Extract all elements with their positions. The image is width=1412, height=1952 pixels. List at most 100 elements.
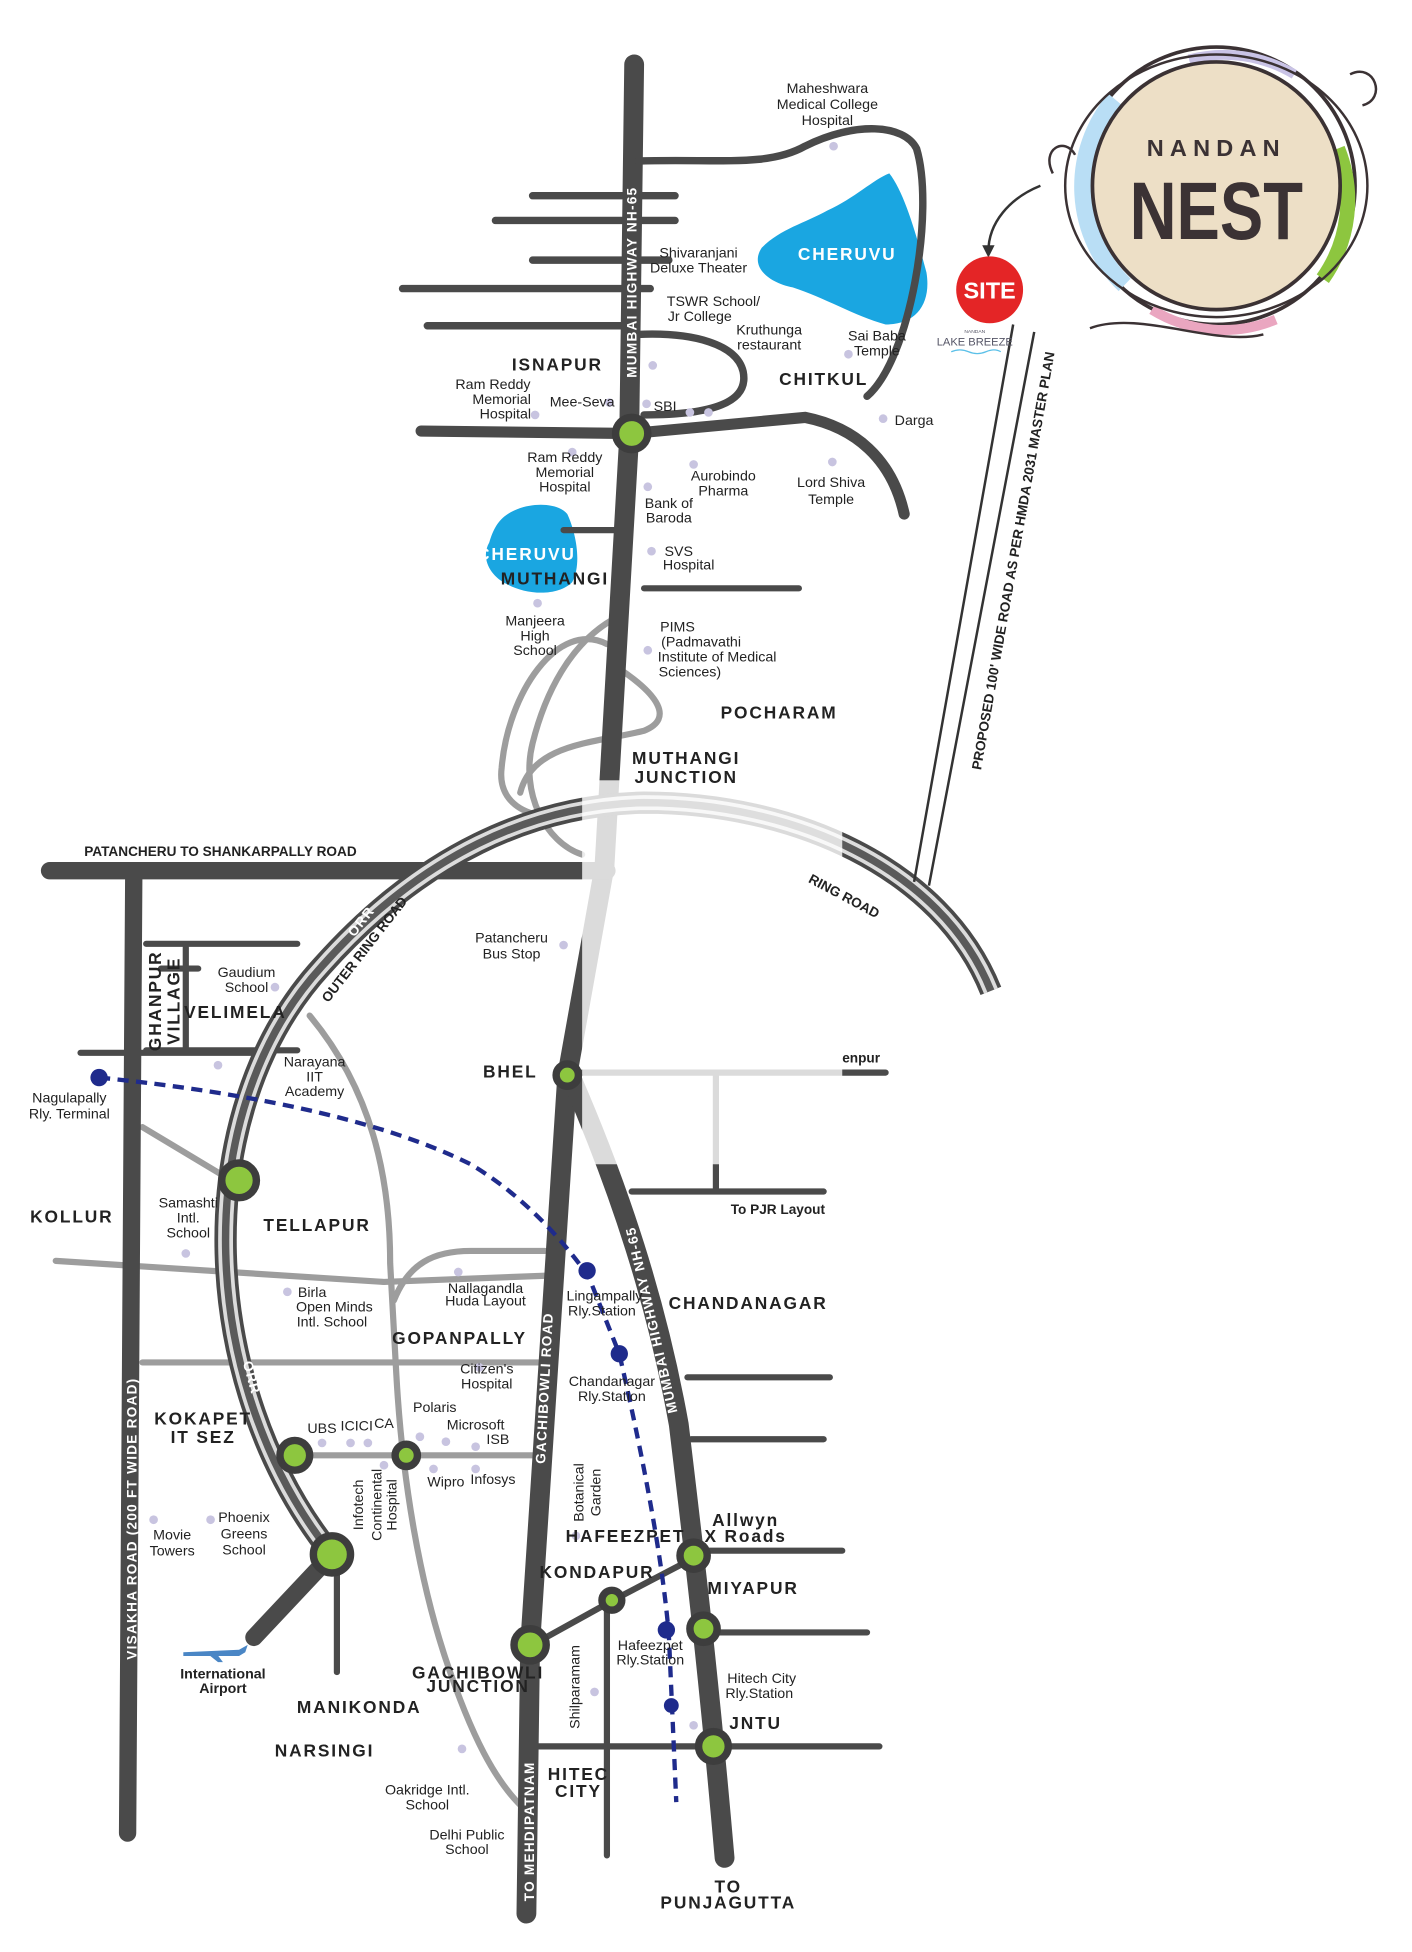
svg-text:Intl.: Intl. — [177, 1210, 200, 1226]
svg-text:Birla: Birla — [298, 1285, 327, 1301]
svg-text:KONDAPUR: KONDAPUR — [540, 1562, 655, 1582]
svg-text:LAKE BREEZE: LAKE BREEZE — [937, 337, 1013, 349]
svg-text:Continental: Continental — [369, 1469, 385, 1541]
svg-text:HAFEEZPET: HAFEEZPET — [566, 1526, 686, 1546]
svg-text:Greens: Greens — [221, 1526, 268, 1542]
svg-text:Hitech City: Hitech City — [727, 1671, 797, 1687]
svg-text:Hafeezpet: Hafeezpet — [618, 1638, 683, 1654]
svg-text:Polaris: Polaris — [413, 1400, 457, 1416]
svg-text:Maheshwara: Maheshwara — [787, 81, 869, 97]
svg-text:School: School — [445, 1842, 489, 1858]
lake-cheruvu-south — [485, 504, 578, 593]
svg-text:Infosys: Infosys — [470, 1472, 515, 1488]
svg-text:Baroda: Baroda — [646, 511, 692, 527]
nandan-nest-logo: NANDAN NEST — [1048, 45, 1378, 339]
svg-text:Lingampally: Lingampally — [566, 1289, 643, 1305]
svg-text:Sciences): Sciences) — [659, 664, 722, 680]
svg-text:Memorial: Memorial — [536, 465, 595, 481]
svg-text:JUNCTION: JUNCTION — [426, 1676, 529, 1696]
svg-text:SVS: SVS — [665, 544, 693, 560]
svg-text:MUTHANGI: MUTHANGI — [632, 748, 740, 768]
svg-text:Hospital: Hospital — [539, 480, 590, 496]
svg-text:School: School — [225, 980, 269, 996]
svg-text:Hospital: Hospital — [480, 407, 531, 423]
area-labels: ISNAPUR CHITKUL MUTHANGI POCHARAM MUTHAN… — [30, 354, 868, 1913]
svg-text:KOLLUR: KOLLUR — [30, 1206, 113, 1226]
svg-text:Shivaranjani: Shivaranjani — [659, 246, 737, 262]
svg-text:CHITKUL: CHITKUL — [779, 369, 868, 389]
svg-text:Airport: Airport — [199, 1681, 247, 1697]
svg-text:CA: CA — [374, 1416, 394, 1432]
svg-text:Kruthunga: Kruthunga — [736, 322, 802, 338]
svg-text:Gaudium: Gaudium — [218, 965, 276, 981]
svg-text:Hospital: Hospital — [384, 1479, 400, 1530]
svg-text:School: School — [513, 643, 557, 659]
svg-text:Rly. Terminal: Rly. Terminal — [29, 1106, 110, 1122]
proposed-road — [912, 324, 1036, 886]
svg-text:ISB: ISB — [486, 1432, 509, 1448]
svg-text:UBS: UBS — [307, 1421, 336, 1437]
svg-text:CITY: CITY — [555, 1781, 602, 1801]
svg-text:International: International — [180, 1666, 265, 1682]
svg-text:Sai Baba: Sai Baba — [848, 329, 906, 345]
svg-text:Hospital: Hospital — [461, 1376, 512, 1392]
svg-text:Microsoft: Microsoft — [447, 1417, 505, 1433]
svg-text:Deluxe Theater: Deluxe Theater — [650, 260, 747, 276]
svg-text:TELLAPUR: TELLAPUR — [263, 1215, 370, 1235]
svg-text:Oakridge Intl.: Oakridge Intl. — [385, 1783, 470, 1799]
svg-text:JUNCTION: JUNCTION — [634, 767, 737, 787]
svg-text:School: School — [406, 1798, 450, 1814]
svg-text:Rly.Station: Rly.Station — [725, 1686, 793, 1702]
svg-text:School: School — [167, 1225, 211, 1241]
svg-text:Delhi Public: Delhi Public — [429, 1827, 504, 1843]
svg-text:Towers: Towers — [150, 1544, 195, 1560]
svg-text:Temple: Temple — [808, 492, 854, 508]
road-label-ameenpur: enpur — [842, 1051, 881, 1066]
road-label-patancheru: PATANCHERU TO SHANKARPALLY ROAD — [84, 844, 357, 859]
svg-text:PIMS: PIMS — [660, 620, 695, 636]
svg-text:Hospital: Hospital — [802, 113, 853, 129]
svg-text:Patancheru: Patancheru — [475, 931, 548, 947]
svg-text:CHANDANAGAR: CHANDANAGAR — [669, 1293, 828, 1313]
svg-text:JNTU: JNTU — [729, 1713, 782, 1733]
svg-text:GHANPUR: GHANPUR — [145, 950, 165, 1051]
svg-text:NANDAN: NANDAN — [1147, 135, 1286, 161]
svg-text:X Roads: X Roads — [704, 1526, 786, 1546]
svg-text:Ram Reddy: Ram Reddy — [527, 450, 603, 466]
svg-text:ISNAPUR: ISNAPUR — [512, 354, 603, 374]
svg-text:Bus Stop: Bus Stop — [483, 947, 541, 963]
svg-text:Aurobindo: Aurobindo — [691, 469, 756, 485]
svg-text:Jr College: Jr College — [668, 309, 732, 325]
svg-text:Pharma: Pharma — [698, 483, 748, 499]
svg-text:Chandanagar: Chandanagar — [569, 1374, 656, 1390]
road-label-mehdipatnam: TO MEHDIPATNAM — [522, 1761, 537, 1901]
svg-text:Movie: Movie — [153, 1528, 191, 1544]
outer-ring-road — [214, 791, 1002, 1562]
svg-text:(Padmavathi: (Padmavathi — [661, 635, 741, 651]
svg-text:Memorial: Memorial — [472, 392, 531, 408]
svg-text:School: School — [222, 1542, 266, 1558]
road-label-nh65-north: MUMBAI HIGHWAY NH-65 — [625, 187, 640, 378]
svg-text:IIT: IIT — [306, 1069, 323, 1085]
svg-text:Nallagandla: Nallagandla — [448, 1281, 523, 1297]
svg-text:Garden: Garden — [589, 1469, 605, 1516]
faded-area — [582, 780, 843, 1165]
proposed-road-label: PROPOSED 100' WIDE ROAD AS PER HMDA 2031… — [969, 351, 1057, 771]
svg-text:NANDAN: NANDAN — [964, 329, 985, 335]
svg-text:Allwyn: Allwyn — [712, 1510, 779, 1530]
svg-text:Institute of Medical: Institute of Medical — [658, 649, 777, 665]
lake-label-north: CHERUVU — [798, 244, 897, 264]
svg-text:MUTHANGI: MUTHANGI — [501, 569, 609, 589]
svg-text:VILLAGE: VILLAGE — [164, 957, 184, 1045]
svg-text:Shilparamam: Shilparamam — [568, 1645, 584, 1729]
svg-text:Ram Reddy: Ram Reddy — [455, 377, 531, 393]
svg-text:Citizen's: Citizen's — [460, 1362, 513, 1378]
svg-text:Bank of: Bank of — [645, 496, 693, 512]
svg-text:IT SEZ: IT SEZ — [171, 1427, 236, 1447]
svg-text:Samashti: Samashti — [159, 1196, 218, 1212]
svg-text:VELIMELA: VELIMELA — [184, 1002, 286, 1022]
svg-text:NARSINGI: NARSINGI — [275, 1740, 375, 1760]
svg-text:PUNJAGUTTA: PUNJAGUTTA — [660, 1893, 796, 1913]
